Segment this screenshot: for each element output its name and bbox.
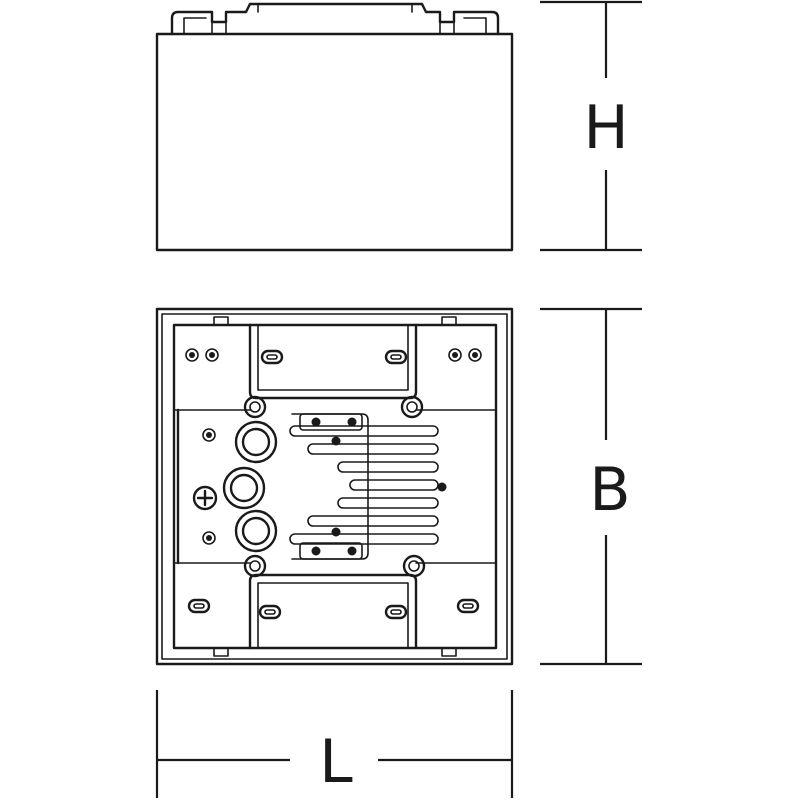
dimension-depth: B	[540, 307, 642, 666]
dimension-length: L	[155, 690, 514, 798]
cooling-fins	[289, 425, 447, 545]
top-clamp-bracket	[248, 323, 418, 400]
height-label: H	[583, 93, 628, 163]
top-view	[155, 307, 514, 666]
terminal-block	[291, 413, 369, 560]
side-view-body	[155, 32, 514, 252]
ground-screw	[192, 485, 218, 511]
bottom-clamp-bracket	[248, 573, 418, 650]
top-view-outer-frame	[155, 307, 514, 666]
side-view-top-profile	[170, 2, 500, 36]
dimension-height: H	[540, 0, 642, 252]
cable-entries	[222, 420, 278, 553]
bracket-screws	[243, 395, 426, 578]
slot-holes	[187, 349, 480, 620]
length-label: L	[319, 727, 353, 797]
side-view	[155, 2, 514, 252]
top-view-inner-plate	[172, 323, 498, 650]
mounting-holes-top-left	[185, 348, 219, 362]
depth-label: B	[589, 455, 630, 525]
mounting-holes-top-right	[448, 348, 482, 362]
